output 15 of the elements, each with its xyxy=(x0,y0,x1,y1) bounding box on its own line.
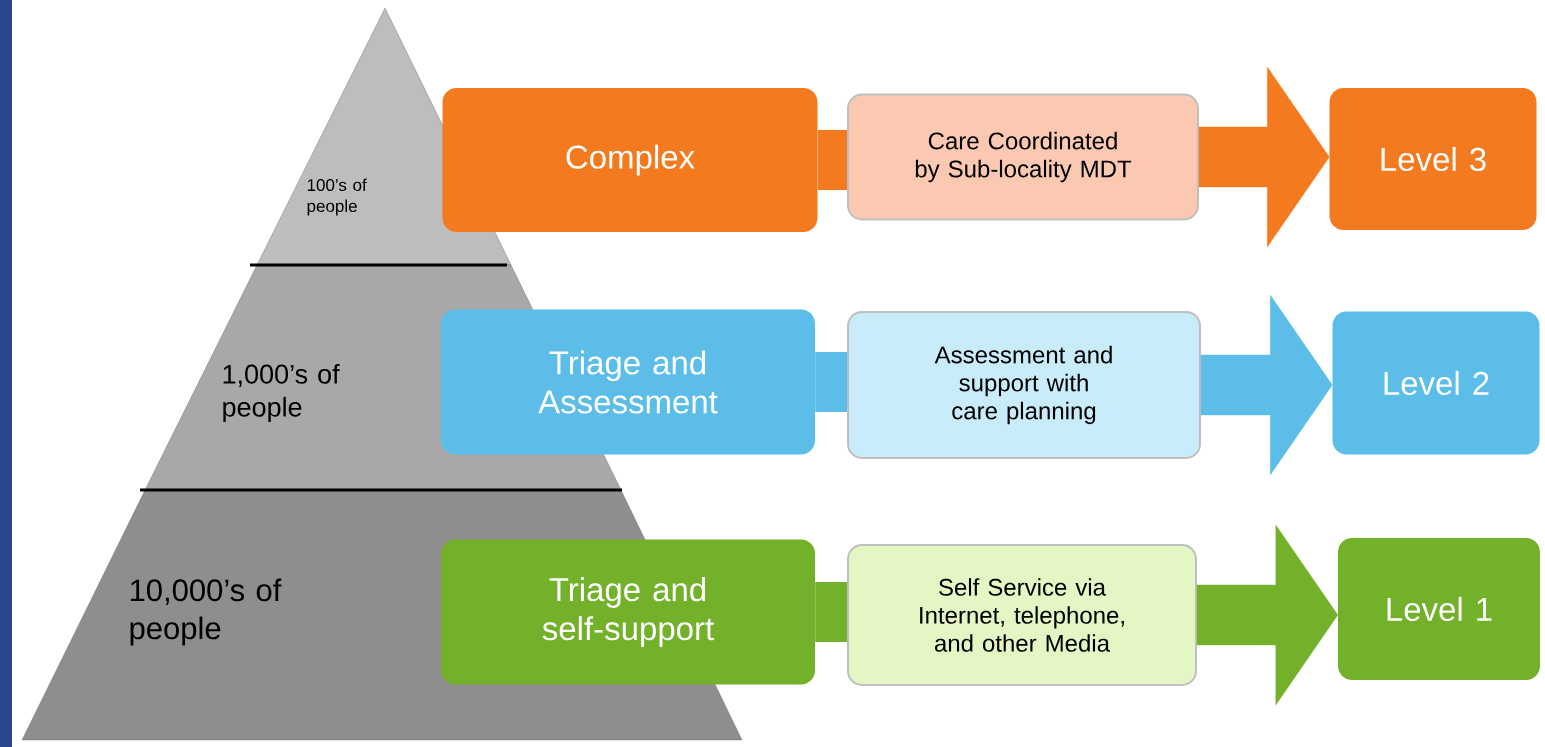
block-arrow xyxy=(1200,294,1333,476)
connector-bar xyxy=(817,130,847,190)
connector-bar xyxy=(815,352,847,412)
rounded-box: Triage and self-support xyxy=(441,539,815,685)
process-box: Assessment and support with care planning xyxy=(847,311,1201,459)
block-arrow xyxy=(1198,66,1330,248)
block-arrow xyxy=(1196,524,1338,706)
process-box: Self Service via Internet, telephone, and other Media xyxy=(847,544,1197,686)
rounded-box: Level 3 xyxy=(1329,88,1537,230)
rounded-box: Level 2 xyxy=(1332,311,1540,455)
connector-bar xyxy=(815,582,847,642)
rounded-box: Complex xyxy=(442,88,818,232)
rounded-box: Triage and Assessment xyxy=(441,309,815,455)
rounded-box: Level 1 xyxy=(1338,538,1540,680)
process-box: Care Coordinated by Sub-locality MDT xyxy=(847,93,1199,221)
